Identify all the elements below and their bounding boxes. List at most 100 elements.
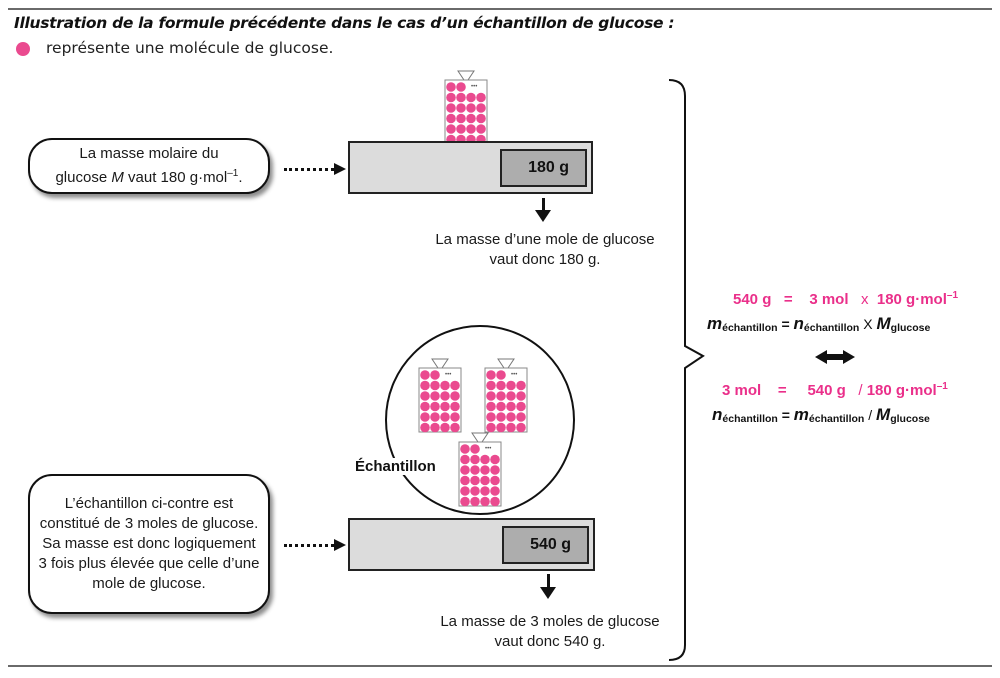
glucose-molecule	[446, 92, 456, 103]
glucose-molecule	[496, 401, 506, 412]
molar-mass-line2: glucose M vaut 180 g·mol–1.	[55, 168, 243, 186]
glucose-molecule	[460, 486, 470, 496]
down-arrow-bottom	[540, 574, 556, 599]
glucose-molecule	[460, 475, 470, 486]
glucose-molecule	[480, 496, 490, 507]
bag-label: •••	[445, 372, 451, 378]
glucose-molecule	[470, 465, 480, 475]
glucose-molecule	[480, 465, 490, 475]
curly-brace	[668, 79, 705, 661]
glucose-molecule	[466, 103, 476, 113]
glucose-molecule	[430, 412, 440, 422]
scale-bottom: 540 g	[348, 518, 595, 571]
glucose-bag: •••	[458, 432, 502, 508]
glucose-molecule	[470, 454, 480, 465]
glucose-molecule	[516, 380, 526, 391]
molar-mass-line1: La masse molaire du	[79, 145, 219, 162]
sample-label: Échantillon	[353, 458, 438, 475]
glucose-molecule	[490, 475, 500, 486]
glucose-bag-drawing: •••	[418, 358, 462, 433]
glucose-molecule	[456, 82, 466, 92]
glucose-molecule	[430, 401, 440, 412]
equation-2-symbolic: néchantillon = méchantillon / Mglucose	[712, 405, 930, 425]
molar-mass-symbol: M	[111, 169, 124, 186]
glucose-molecule	[430, 422, 440, 433]
glucose-molecule	[446, 103, 456, 113]
glucose-molecule	[490, 465, 500, 475]
glucose-molecule	[470, 496, 480, 507]
equation-1-numeric: 540 g = 3 mol x 180 g·mol–1	[733, 290, 959, 308]
caption-bottom: La masse de 3 moles de glucose vaut donc…	[440, 613, 660, 650]
glucose-molecule	[460, 465, 470, 475]
glucose-molecule	[446, 124, 456, 134]
glucose-molecule	[450, 422, 460, 433]
glucose-molecule	[506, 412, 516, 422]
glucose-molecule	[460, 444, 470, 454]
equation-2-numeric: 3 mol = 540 g / 180 g·mol–1	[722, 381, 948, 399]
glucose-bag-drawing: •••	[484, 358, 528, 433]
glucose-molecule	[450, 380, 460, 391]
glucose-molecule	[490, 486, 500, 496]
glucose-molecule	[430, 391, 440, 401]
heading: Illustration de la formule précédente da…	[14, 14, 675, 32]
glucose-bag-drawing: •••	[444, 70, 488, 145]
bag-funnel	[497, 358, 515, 369]
glucose-molecule	[450, 391, 460, 401]
glucose-molecule	[476, 124, 486, 134]
glucose-molecule	[480, 486, 490, 496]
glucose-molecule	[466, 113, 476, 124]
glucose-molecule	[496, 370, 506, 380]
glucose-molecule	[440, 401, 450, 412]
glucose-molecule	[440, 412, 450, 422]
glucose-molecule	[506, 401, 516, 412]
glucose-molecule	[460, 496, 470, 507]
bag-label: •••	[511, 372, 517, 378]
glucose-molecule	[420, 401, 430, 412]
glucose-molecule	[480, 475, 490, 486]
glucose-molecule	[456, 113, 466, 124]
glucose-bag: •••	[444, 70, 488, 146]
glucose-molecule	[476, 113, 486, 124]
bag-label: •••	[471, 84, 477, 90]
glucose-molecule	[456, 103, 466, 113]
sample-circle	[385, 325, 575, 515]
glucose-molecule	[480, 454, 490, 465]
glucose-molecule	[450, 412, 460, 422]
glucose-molecule	[420, 391, 430, 401]
glucose-molecule	[496, 380, 506, 391]
glucose-molecule	[420, 412, 430, 422]
glucose-molecule	[486, 391, 496, 401]
bag-funnel	[431, 358, 449, 369]
glucose-molecule	[486, 422, 496, 433]
sample-explanation-text: L’échantillon ci-contre est constitué de…	[38, 495, 260, 592]
equivalence-arrow-icon	[815, 350, 855, 364]
glucose-molecule	[516, 401, 526, 412]
glucose-molecule	[460, 454, 470, 465]
scale-display-bottom: 540 g	[502, 526, 589, 564]
glucose-bag-drawing: •••	[458, 432, 502, 507]
glucose-molecule	[486, 412, 496, 422]
glucose-molecule	[456, 124, 466, 134]
glucose-molecule	[420, 422, 430, 433]
dotted-arrow-top	[284, 163, 346, 175]
glucose-molecule	[506, 380, 516, 391]
glucose-molecule	[486, 370, 496, 380]
bottom-rule	[8, 665, 992, 667]
glucose-molecule	[496, 412, 506, 422]
dotted-arrow-bottom	[284, 539, 346, 551]
glucose-molecule	[420, 380, 430, 391]
glucose-molecule	[516, 391, 526, 401]
molecule-legend-icon	[16, 42, 30, 56]
glucose-molecule	[456, 92, 466, 103]
glucose-molecule	[476, 92, 486, 103]
scale-display-top: 180 g	[500, 149, 587, 187]
glucose-molecule	[490, 454, 500, 465]
glucose-molecule	[506, 391, 516, 401]
glucose-molecule	[486, 401, 496, 412]
top-rule	[8, 8, 992, 10]
glucose-molecule	[466, 124, 476, 134]
glucose-bag: •••	[418, 358, 462, 434]
down-arrow-top	[535, 198, 551, 222]
glucose-molecule	[440, 422, 450, 433]
glucose-molecule	[450, 401, 460, 412]
